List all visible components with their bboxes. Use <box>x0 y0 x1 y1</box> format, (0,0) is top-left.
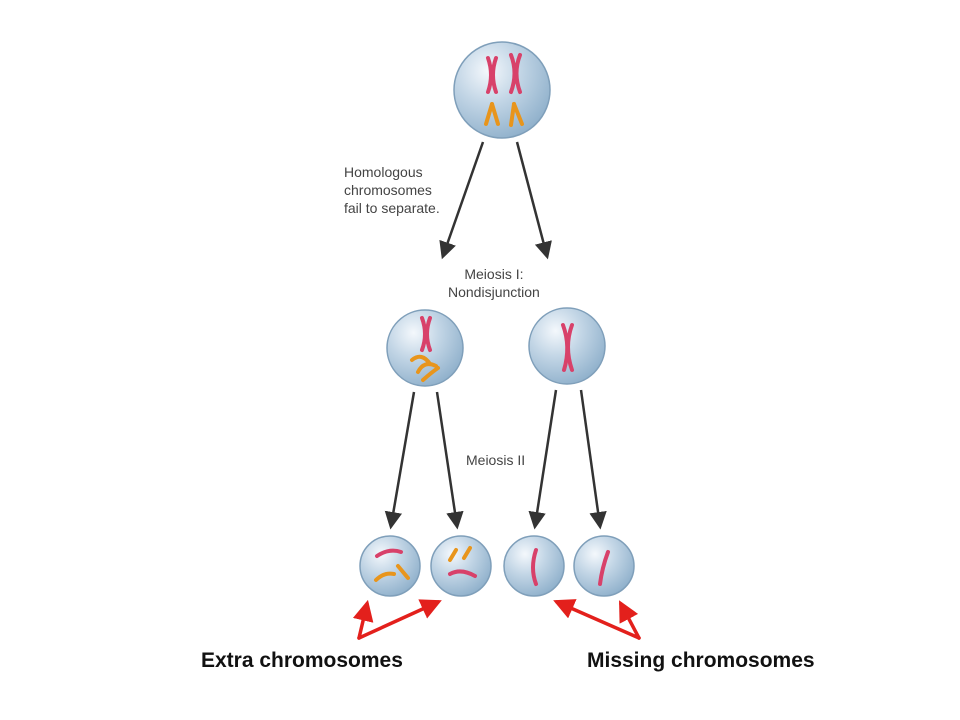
arrow-meiosis1-left <box>439 141 485 260</box>
arrow-meiosis1-right <box>515 141 552 260</box>
homologous-fail-label: Homologous chromosomes fail to separate. <box>344 164 440 216</box>
extra-chromosomes-arrows <box>352 599 442 640</box>
meiosis1-label: Meiosis I: Nondisjunction <box>448 266 540 300</box>
orange-chromosome-right <box>509 102 524 127</box>
red-chromosome-x-right <box>509 53 522 94</box>
gamete-4 <box>573 535 635 597</box>
missing-chromosomes-label: Missing chromosomes <box>587 649 815 672</box>
red-chromosome <box>561 323 574 372</box>
meiosis2-label: Meiosis II <box>466 452 526 468</box>
parent-cell <box>453 41 551 139</box>
arrow-meiosis2-3 <box>528 389 558 530</box>
extra-chromosomes-label: Extra chromosomes <box>201 649 403 672</box>
orange-chromosome-pair <box>410 354 440 382</box>
arrow-meiosis2-1 <box>384 391 416 530</box>
daughter-cell-right <box>528 307 606 385</box>
missing-chromosomes-arrows <box>553 599 641 640</box>
arrow-meiosis2-4 <box>579 389 607 530</box>
arrow-meiosis2-2 <box>435 391 464 530</box>
daughter-cell-left <box>386 309 464 387</box>
red-chromosome <box>420 316 432 352</box>
gamete-3 <box>503 535 565 597</box>
gamete-2 <box>430 535 492 597</box>
orange-chromosome-left <box>484 102 500 126</box>
gamete-1 <box>359 535 421 597</box>
red-chromosome-x-left <box>486 56 498 94</box>
